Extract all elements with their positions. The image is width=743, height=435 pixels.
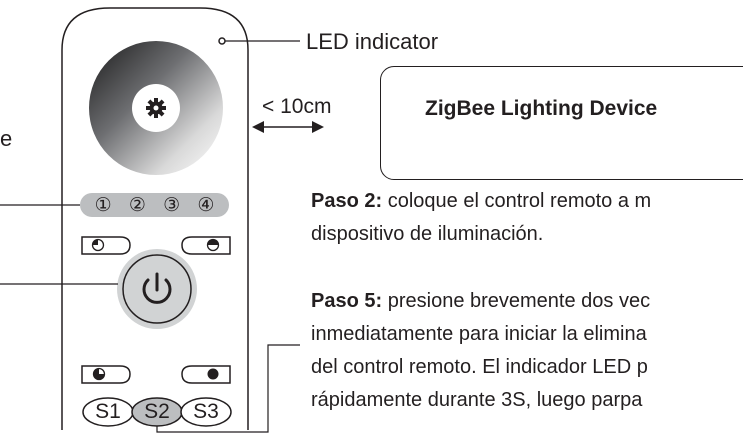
zone-button-4[interactable]: ④ (197, 194, 215, 216)
s2-leader-line (156, 344, 300, 433)
zone-bar (80, 193, 229, 217)
bottom-right-button[interactable] (181, 365, 231, 384)
step-2-text: Paso 2: coloque el control remoto a m di… (311, 185, 651, 251)
half-circle-icon (206, 238, 220, 252)
scene-button-s3[interactable] (180, 397, 232, 427)
led-dot (218, 37, 226, 45)
distance-arrow (252, 121, 324, 133)
zone-button-2[interactable]: ② (128, 194, 146, 216)
scene-label-s1: S1 (95, 400, 121, 423)
full-circle-icon (207, 368, 219, 380)
scene-label-s2: S2 (144, 400, 170, 423)
zone-button-3[interactable]: ③ (163, 194, 181, 216)
distance-label: < 10cm (262, 95, 332, 118)
step-5-line-2: inmediatamente para iniciar la elimina (311, 323, 647, 345)
left-edge-text-fragment: e (0, 126, 13, 151)
step-5-text: Paso 5: presione brevemente dos vec inme… (311, 285, 650, 417)
step-5-line-4: rápidamente durante 3S, luego parpa (311, 389, 643, 411)
scene-label-s3: S3 (193, 400, 219, 423)
step-5-line-1: presione brevemente dos vec (387, 290, 651, 312)
step-2-label: Paso 2: (311, 190, 383, 212)
step-2-line-1: coloque el control remoto a m (387, 190, 652, 212)
zone-buttons: ① ② ③ ④ (80, 193, 229, 217)
step-5-label: Paso 5: (311, 290, 383, 312)
device-box (380, 66, 743, 180)
top-right-button[interactable] (181, 236, 231, 255)
step-2-line-2: dispositivo de iluminación. (311, 223, 544, 245)
half-moon-icon (92, 367, 106, 381)
zone-button-1[interactable]: ① (94, 194, 112, 216)
quarter-moon-icon (91, 238, 105, 252)
power-icon (142, 272, 172, 304)
gear-icon (146, 98, 166, 118)
device-title: ZigBee Lighting Device (425, 97, 658, 120)
step-5-line-3: del control remoto. El indicador LED p (311, 356, 648, 378)
top-left-button[interactable] (81, 236, 131, 255)
bottom-left-button[interactable] (81, 365, 131, 384)
led-indicator-label: LED indicator (306, 29, 439, 54)
